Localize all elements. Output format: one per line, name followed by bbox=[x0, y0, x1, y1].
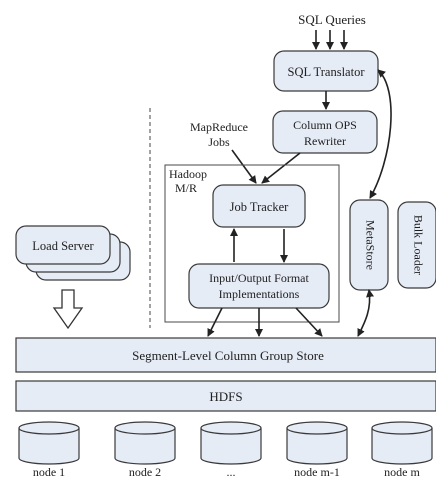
node-2-cylinder bbox=[114, 421, 176, 465]
bulk-loader-box bbox=[397, 201, 436, 289]
node-m-label: node m bbox=[384, 465, 420, 479]
sql-queries-label: SQL Queries bbox=[298, 12, 366, 27]
node-2-label: node 2 bbox=[129, 465, 161, 479]
node-ellipsis-label: ... bbox=[227, 465, 236, 479]
node-m-cylinder bbox=[371, 421, 433, 465]
metastore-store-arrow bbox=[357, 289, 374, 337]
rewriter-to-jobtracker-arrow bbox=[261, 152, 301, 184]
io-format-label-1: Input/Output Format bbox=[209, 271, 309, 285]
metastore-label: MetaStore bbox=[363, 220, 377, 270]
translator-metastore-arrow bbox=[369, 69, 392, 199]
node-m-1-label: node m-1 bbox=[294, 465, 340, 479]
hadoop-label: Hadoop bbox=[169, 167, 207, 181]
mapreduce-jobs-label-2: Jobs bbox=[208, 135, 230, 149]
mapreduce-jobs-label-1: MapReduce bbox=[190, 120, 248, 134]
bulk-loader-label: Bulk Loader bbox=[411, 215, 425, 275]
io-format-label-2: Implementations bbox=[219, 287, 300, 301]
hdfs-label: HDFS bbox=[209, 389, 242, 404]
segment-store-label: Segment-Level Column Group Store bbox=[132, 348, 324, 363]
load-server-label: Load Server bbox=[32, 239, 94, 253]
mapreduce-to-jobtracker-arrow bbox=[231, 149, 257, 184]
io-to-store-arrow-1 bbox=[207, 307, 223, 337]
load-down-arrow bbox=[52, 289, 84, 330]
node-ellipsis-cylinder bbox=[200, 421, 262, 465]
job-tracker-label: Job Tracker bbox=[230, 200, 290, 214]
hadoop-mr-frame bbox=[164, 164, 340, 323]
segment-store-box bbox=[15, 337, 436, 373]
column-ops-rewriter-label-2: Rewriter bbox=[304, 134, 346, 148]
node-1-label: node 1 bbox=[33, 465, 65, 479]
io-to-store-arrow-3 bbox=[295, 307, 323, 337]
hdfs-box bbox=[15, 380, 436, 412]
node-1-cylinder bbox=[18, 421, 80, 465]
load-server-box bbox=[15, 225, 111, 265]
mr-label: M/R bbox=[175, 181, 197, 195]
column-ops-rewriter-label-1: Column OPS bbox=[293, 118, 357, 132]
sql-translator-label: SQL Translator bbox=[288, 65, 366, 79]
node-m-1-cylinder bbox=[286, 421, 348, 465]
job-tracker-box bbox=[212, 184, 306, 228]
